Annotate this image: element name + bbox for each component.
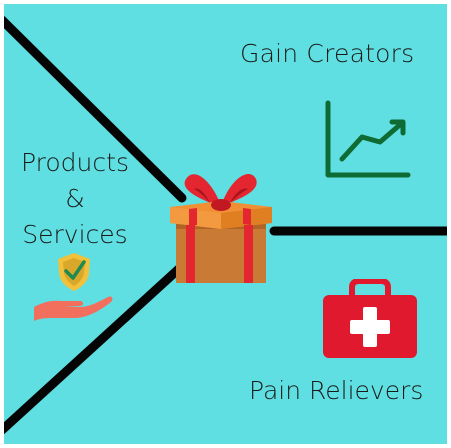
trending-up-chart-icon <box>322 99 412 186</box>
products-services-label: Products & Services <box>4 145 146 253</box>
products-text: Products <box>21 148 129 177</box>
pain-relievers-label: Pain Relievers <box>249 376 424 405</box>
divider-lines <box>4 15 447 435</box>
hand-with-checkmark-shield-icon <box>26 251 116 330</box>
value-map-panel: Gain Creators Products & Services <box>4 4 447 444</box>
services-text: Services <box>22 220 128 249</box>
gain-creators-label: Gain Creators <box>240 39 415 68</box>
first-aid-kit-icon <box>322 278 418 364</box>
divider-line-lower <box>4 261 187 435</box>
gift-box-icon <box>164 161 279 293</box>
ampersand-text: & <box>65 184 85 213</box>
divider-line-upper <box>4 15 187 203</box>
